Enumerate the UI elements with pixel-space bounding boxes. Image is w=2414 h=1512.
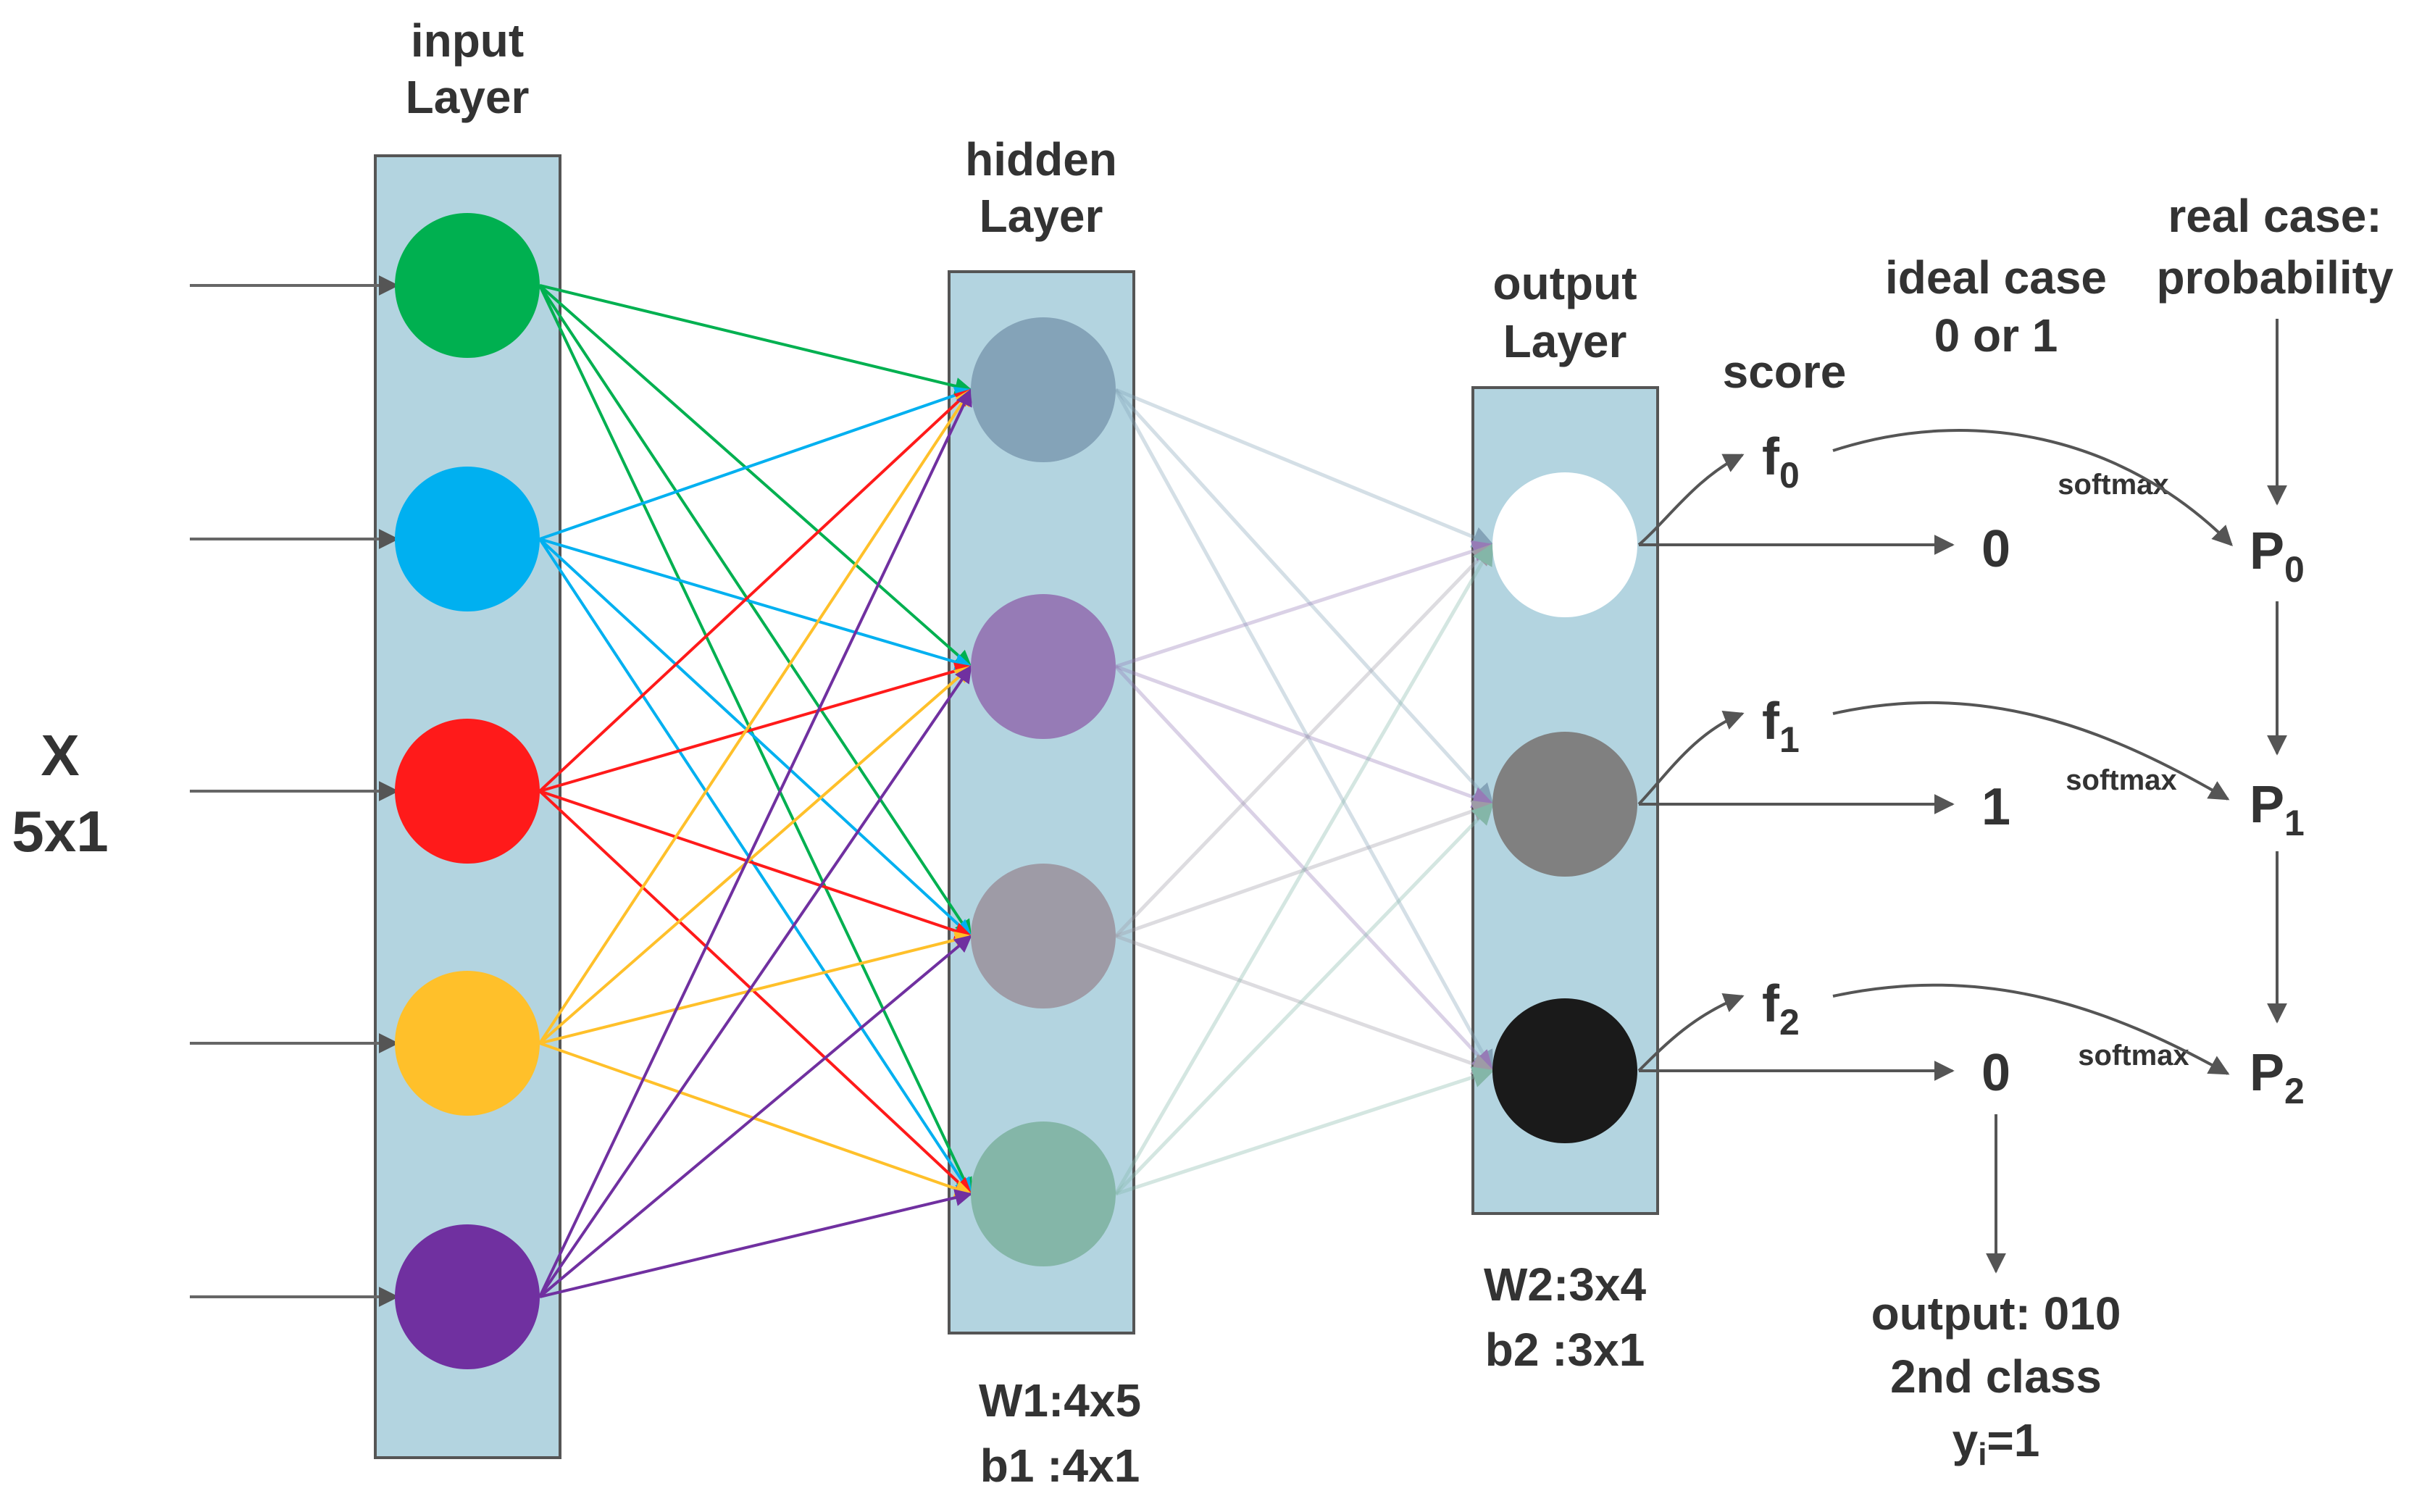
connection-line — [1114, 388, 1495, 806]
output-connectors — [1637, 319, 2287, 1274]
connection-line — [539, 790, 973, 940]
input-node — [395, 719, 540, 864]
score-f1: f1 — [1762, 693, 1800, 760]
input-layer-title: Layer — [406, 71, 530, 123]
connection-line — [1115, 934, 1495, 1075]
connection-line — [539, 662, 973, 793]
connection-line — [538, 388, 972, 1045]
connection-line — [1114, 543, 1495, 1195]
input-to-hidden-connections — [538, 284, 973, 1298]
hidden-node — [971, 594, 1116, 739]
connection-line — [1115, 664, 1495, 808]
hidden-to-output-connections — [1114, 388, 1495, 1196]
connection-line — [538, 388, 972, 1298]
probability-p2: P2 — [2250, 1044, 2305, 1111]
softmax-label: softmax — [2066, 764, 2176, 796]
connection-line — [539, 931, 973, 1045]
connection-line — [538, 935, 972, 1298]
connection-line — [538, 284, 972, 668]
probability-p1: P1 — [2250, 776, 2305, 843]
real-case-header: probability — [2156, 251, 2394, 304]
hidden-nodes — [971, 317, 1116, 1266]
connection-line — [1114, 388, 1495, 1073]
input-node — [395, 971, 540, 1116]
connection-line — [1115, 1066, 1495, 1196]
connection-line — [1115, 388, 1495, 548]
score-header: score — [1723, 346, 1847, 398]
hidden-node — [971, 1122, 1116, 1266]
connection-line — [1114, 665, 1495, 1073]
ideal-case-header: ideal case — [1885, 251, 2107, 304]
softmax-label: softmax — [2058, 469, 2168, 501]
input-node — [395, 1224, 540, 1369]
input-layer-title: input — [411, 14, 524, 67]
input-arrows — [190, 275, 399, 1307]
output-node — [1492, 472, 1637, 617]
output-node — [1492, 732, 1637, 877]
probability-p0: P0 — [2250, 522, 2305, 590]
ideal-value-0: 0 — [1981, 520, 2010, 578]
b1-label: b1 :4x1 — [980, 1440, 1140, 1492]
connection-line — [539, 284, 973, 395]
hidden-layer-title: hidden — [965, 133, 1117, 185]
ideal-value-1: 1 — [1981, 778, 2010, 836]
ideal-case-header: 0 or 1 — [1934, 309, 2058, 362]
w1-label: W1:4x5 — [979, 1374, 1141, 1427]
output-layer-title: Layer — [1503, 315, 1627, 367]
connection-line — [1115, 800, 1495, 938]
w2-label: W2:3x4 — [1484, 1258, 1647, 1311]
hidden-layer-title: Layer — [980, 190, 1103, 242]
connection-line — [539, 1042, 973, 1198]
input-nodes — [395, 213, 540, 1369]
connection-line — [538, 538, 972, 1196]
result-label: yi=1 — [1952, 1414, 2040, 1472]
connection-line — [538, 284, 972, 938]
connection-line — [538, 538, 972, 937]
connection-line — [539, 1189, 973, 1298]
score-f0: f0 — [1762, 428, 1800, 496]
score-f2: f2 — [1762, 975, 1800, 1043]
connection-line — [1114, 802, 1495, 1195]
result-output: output: 010 — [1871, 1287, 2121, 1340]
input-vector-dim: 5x1 — [12, 799, 108, 864]
connection-line — [538, 665, 972, 1045]
output-nodes — [1492, 472, 1637, 1143]
hidden-node — [971, 864, 1116, 1008]
input-vector-label: X — [41, 723, 79, 788]
connection-line — [538, 285, 972, 1196]
connection-line — [538, 665, 972, 1298]
connection-line — [539, 386, 973, 540]
connection-line — [538, 388, 972, 793]
result-class: 2nd class — [1890, 1350, 2102, 1403]
input-node — [395, 213, 540, 358]
connection-line — [1114, 543, 1495, 937]
output-layer-title: output — [1493, 257, 1637, 309]
b2-label: b2 :3x1 — [1485, 1324, 1645, 1376]
connection-line — [1115, 540, 1495, 669]
output-node — [1492, 998, 1637, 1143]
input-node — [395, 467, 540, 611]
connection-line — [539, 538, 973, 671]
connection-line — [538, 790, 972, 1195]
ideal-value-2: 0 — [1981, 1044, 2010, 1102]
real-case-header: real case: — [2168, 190, 2381, 242]
hidden-node — [971, 317, 1116, 462]
